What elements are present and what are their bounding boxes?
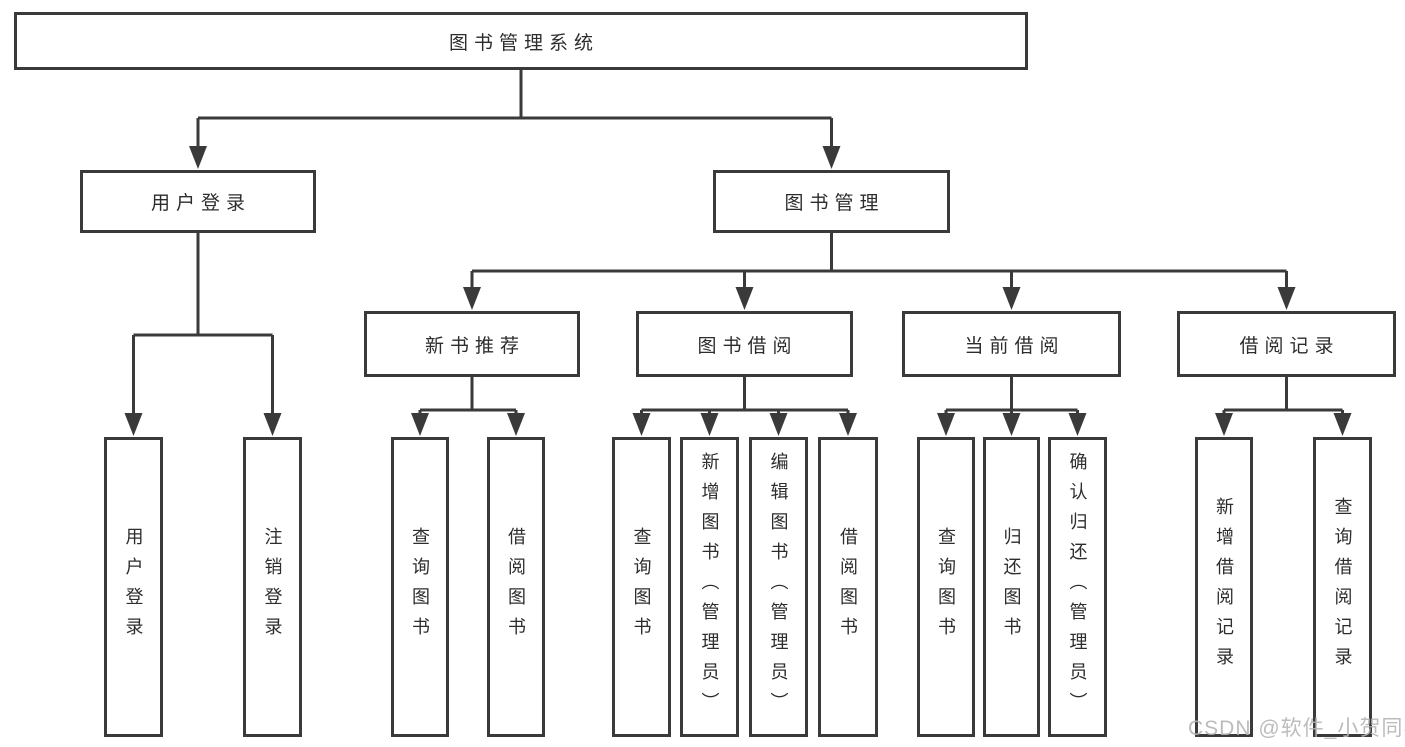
node-user-login: 用户登录 xyxy=(80,170,316,233)
node-leaf-query-borrow-record: 查询借阅记录 xyxy=(1313,437,1372,737)
node-leaf-confirm-return-admin: 确认归还（管理员） xyxy=(1048,437,1107,737)
node-leaf-add-book-admin: 新增图书（管理员） xyxy=(680,437,739,737)
node-leaf-logout: 注销登录 xyxy=(243,437,302,737)
node-borrowing-records: 借阅记录 xyxy=(1177,311,1396,377)
node-leaf-return-book: 归还图书 xyxy=(983,437,1040,737)
node-library-management-system: 图书管理系统 xyxy=(14,12,1028,70)
node-book-management: 图书管理 xyxy=(713,170,950,233)
node-leaf-borrow-book: 借阅图书 xyxy=(818,437,878,737)
watermark: CSDN @软件_小贺同学 xyxy=(1188,717,1405,740)
node-leaf-borrow-book: 借阅图书 xyxy=(487,437,545,737)
node-leaf-query-book: 查询图书 xyxy=(917,437,975,737)
node-leaf-edit-book-admin: 编辑图书（管理员） xyxy=(749,437,808,737)
node-book-borrowing: 图书借阅 xyxy=(636,311,853,377)
node-new-book-recommendation: 新书推荐 xyxy=(364,311,580,377)
node-leaf-user-login: 用户登录 xyxy=(104,437,163,737)
node-leaf-add-borrow-record: 新增借阅记录 xyxy=(1195,437,1253,737)
node-current-borrowing: 当前借阅 xyxy=(902,311,1121,377)
node-leaf-query-book: 查询图书 xyxy=(391,437,449,737)
node-leaf-query-book: 查询图书 xyxy=(612,437,671,737)
